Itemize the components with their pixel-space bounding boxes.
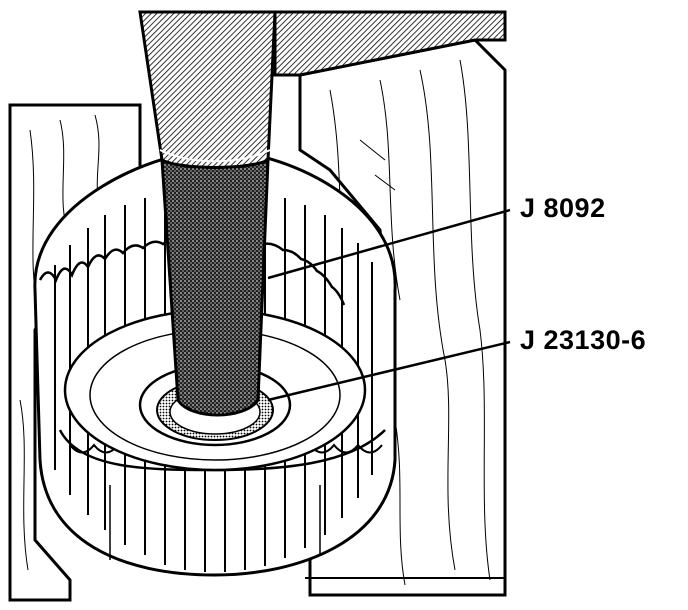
callout-label-j8092: J 8092 bbox=[520, 193, 606, 223]
wood-block-right bbox=[298, 38, 507, 597]
callout-leaders bbox=[267, 208, 511, 402]
callout-label-j23130-6: J 23130-6 bbox=[520, 325, 647, 355]
tool-shaft-j8092 bbox=[138, 10, 277, 417]
